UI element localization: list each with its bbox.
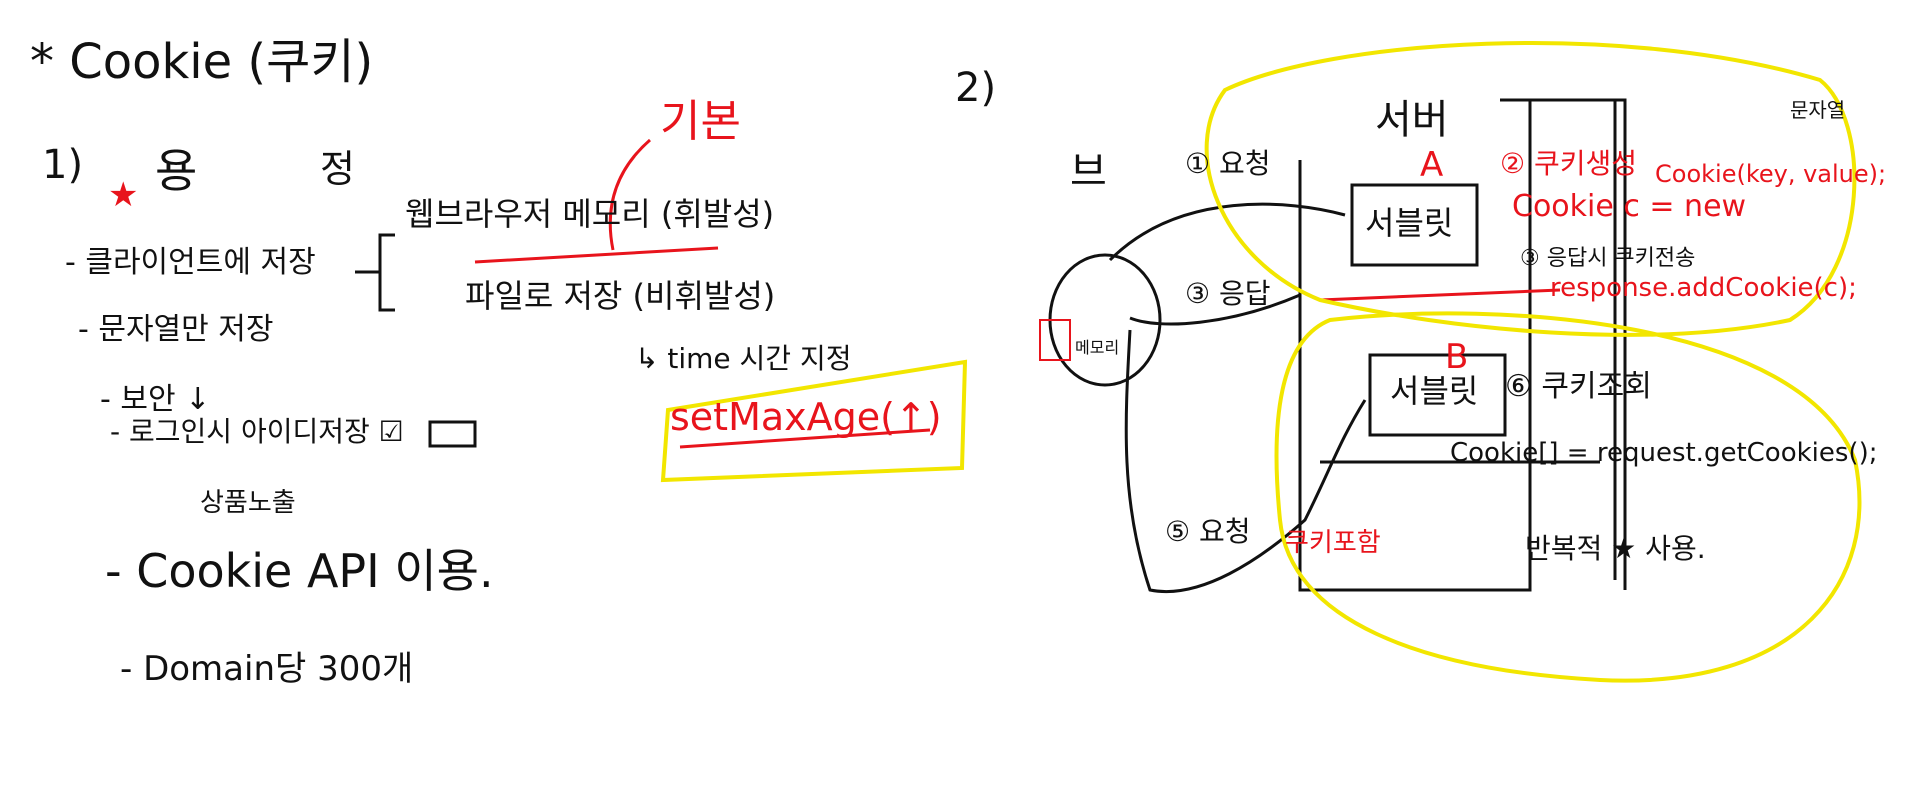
server-label: 서버 [1375,97,1449,143]
step2-code-left: Cookie c = new [1512,189,1747,224]
memo-curve-arrow [608,138,651,251]
step5-request: ⑤ 요청 [1165,515,1251,548]
client-memory-box [1039,319,1071,361]
feature-heading: 용 [155,144,198,198]
step6-cookie-lookup: ⑥ 쿠키조회 [1505,369,1652,404]
time-note: ↳ time 시간 지정 [635,342,852,375]
request-arrow-1 [1108,202,1346,262]
feature-item-2: - 문자열만 저장 [78,312,274,347]
cookie-included-label: 쿠키포함 [1285,528,1381,558]
step3-response: ③ 응답 [1185,277,1271,310]
step3-code: response.addCookie(c); [1550,273,1857,303]
bracket-brace [355,233,395,312]
heading-mark: 정 [320,147,355,191]
client-label: 브 [1070,149,1107,195]
server-box-right [1500,98,1627,590]
feature-item-6: - Domain당 300개 [120,649,414,689]
highlight-upper [1204,41,1857,337]
feature-item-1: - 클라이언트에 저장 [65,245,316,280]
servlet-b-label: 서블릿 [1390,372,1479,410]
feature-item-4-sub: 상품노출 [200,488,296,518]
response-red-line [1319,288,1561,302]
star-mark: ★ [108,175,139,215]
setmaxage-code: setMaxAge(↑) [670,395,942,439]
value-hint: 문자열 [1790,98,1846,122]
server-box [1298,98,1617,592]
servlet-a-box [1350,183,1479,267]
section-number-1: 1) [42,142,84,188]
maxage-underline [679,428,931,449]
page-title: * Cookie (쿠키) [30,34,374,90]
servlet-a-marker: A [1420,145,1444,185]
client-memory-label: 메모리 [1075,338,1120,357]
repeat-use-note: 반복적 ★ 사용. [1525,532,1706,565]
checkbox-icon [428,420,477,448]
step2-cookie-create: ② 쿠키생성 [1500,147,1638,180]
request-arrow-5 [1124,329,1367,593]
memory-underline [474,246,719,264]
feature-item-3: - 보안 ↓ [100,382,211,417]
feature-item-5: - Cookie API 이용. [105,544,494,598]
maxage-highlight [660,359,968,483]
servlet-b-box [1368,353,1507,437]
step6-code: Cookie[] = request.getCookies(); [1450,438,1878,468]
step1-request: ① 요청 [1185,147,1271,180]
step3-description: ③ 응답시 쿠키전송 [1520,246,1696,271]
memo-default-label: 기본 [660,96,741,147]
section-number-2: 2) [955,65,997,111]
storage-file-option: 파일로 저장 (비휘발성) [465,277,776,315]
response-arrow-3 [1129,293,1301,326]
feature-item-4: - 로그인시 아이디저장 ☑ [110,415,404,448]
storage-memory-option: 웹브라우저 메모리 (휘발성) [405,195,775,233]
highlight-lower [1274,311,1862,683]
step2-code-right: Cookie(key, value); [1655,160,1887,188]
servlet-b-marker: B [1445,337,1469,377]
servlet-a-label: 서블릿 [1365,204,1454,242]
